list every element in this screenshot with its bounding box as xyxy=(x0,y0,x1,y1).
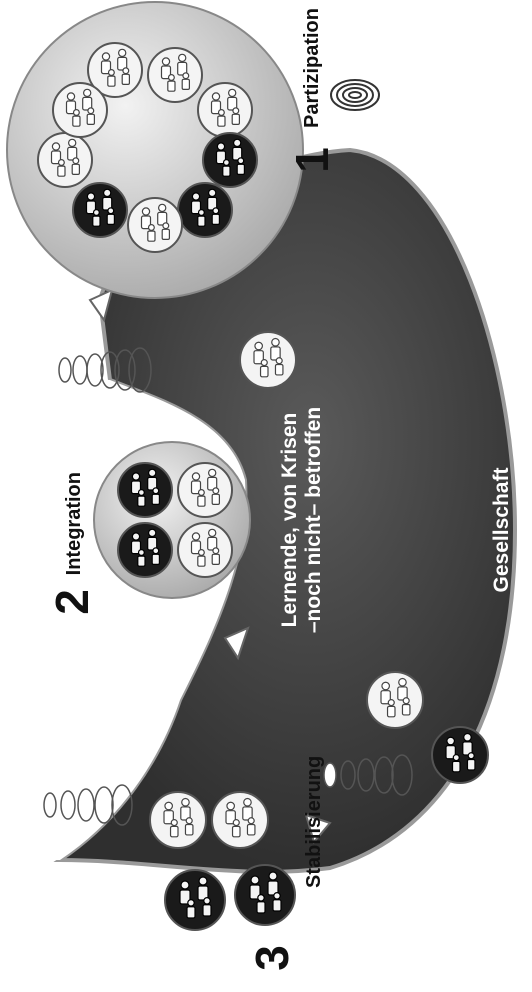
people-group-participation-8 xyxy=(52,82,108,138)
people-group-learners xyxy=(239,331,297,389)
marker-triangle-1 xyxy=(88,288,114,323)
stage-number-3: 3 xyxy=(246,945,298,971)
people-group-right-dark xyxy=(431,726,489,784)
stage-number-2: 2 xyxy=(46,589,98,615)
spiral-icon xyxy=(330,79,380,111)
cone-spiral-bottom-left xyxy=(43,784,133,826)
people-group-participation-2 xyxy=(197,82,253,138)
people-group-stab-dark-2 xyxy=(234,864,296,926)
society-label: Gesellschaft xyxy=(490,468,513,593)
people-group-integration-1 xyxy=(177,462,233,518)
participation-label: Partizipation xyxy=(301,8,323,128)
people-group-participation-3 xyxy=(202,132,258,188)
cone-spiral-bottom-right xyxy=(323,754,413,796)
people-group-right-light xyxy=(366,671,424,729)
people-group-participation-7 xyxy=(37,132,93,188)
people-group-participation-1 xyxy=(147,47,203,103)
cone-spiral-top xyxy=(58,347,152,393)
integration-label: Integration xyxy=(63,472,85,575)
people-group-integration-2 xyxy=(117,522,173,578)
marker-triangle-2 xyxy=(223,626,250,661)
people-group-stab-light-1 xyxy=(149,791,207,849)
people-group-stab-light-2 xyxy=(211,791,269,849)
stage-number-1: 1 xyxy=(286,147,338,173)
learners-label-line2: –noch nicht– betroffen xyxy=(302,407,325,633)
stabilization-label: Stabilisierung xyxy=(303,756,325,888)
learners-label-line1: Lernende, von Krisen xyxy=(278,413,301,628)
integration-bubble xyxy=(93,441,251,599)
people-group-integration-3 xyxy=(177,522,233,578)
people-group-participation-0 xyxy=(87,42,143,98)
people-group-stab-dark-1 xyxy=(164,869,226,931)
people-group-integration-0 xyxy=(117,462,173,518)
people-group-participation-4 xyxy=(177,182,233,238)
marker-triangle-3 xyxy=(304,813,332,845)
people-group-participation-6 xyxy=(72,182,128,238)
people-groups xyxy=(37,42,489,931)
people-group-participation-5 xyxy=(127,197,183,253)
